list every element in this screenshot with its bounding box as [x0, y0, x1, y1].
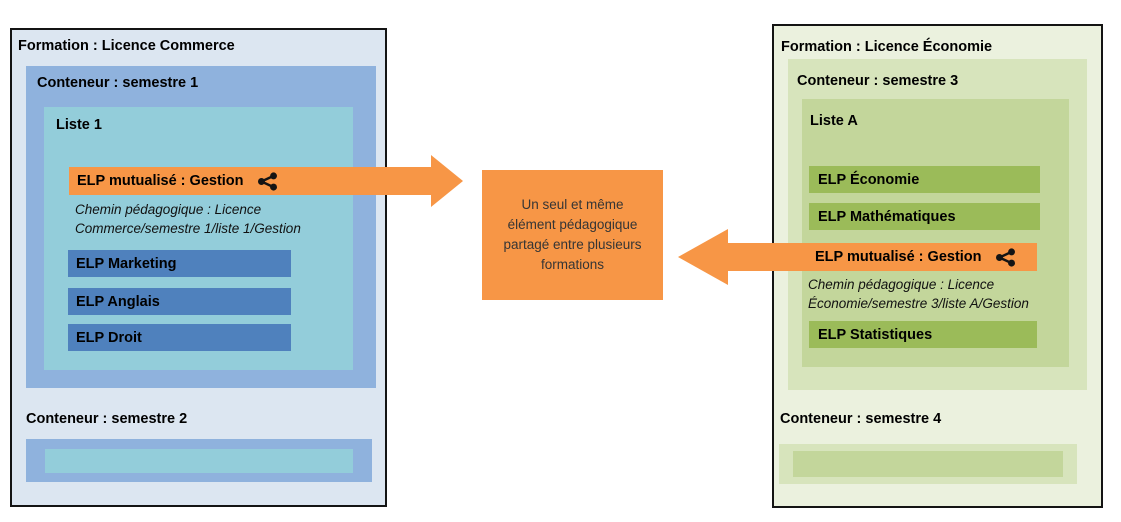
elp-mutualise-gestion-commerce-label: ELP mutualisé : Gestion	[77, 173, 244, 189]
conteneur-semestre1-box: Conteneur : semestre 1 Liste 1 Chemin pé…	[26, 66, 376, 388]
conteneur-semestre3-title: Conteneur : semestre 3	[797, 73, 959, 89]
conteneur-semestre4-title: Conteneur : semestre 4	[780, 411, 942, 427]
listeA-title: Liste A	[810, 113, 858, 129]
chemin-commerce-line2: Commerce/semestre 1/liste 1/Gestion	[75, 221, 301, 236]
elp-anglais-bar: ELP Anglais	[68, 288, 291, 315]
conteneur-semestre3-box: Conteneur : semestre 3 Liste A ELP Écono…	[788, 59, 1087, 390]
conteneur-semestre1-title: Conteneur : semestre 1	[37, 75, 199, 91]
listeA-box: Liste A ELP Économie ELP Mathématiques C…	[802, 99, 1069, 367]
formation-economie-title: Formation : Licence Économie	[781, 39, 993, 55]
chemin-economie-line2: Économie/semestre 3/liste A/Gestion	[808, 296, 1029, 311]
arrow-head-right-icon	[431, 155, 463, 207]
formation-commerce-title: Formation : Licence Commerce	[18, 38, 235, 54]
shared-elp-arrow-left: ELP mutualisé : Gestion	[69, 155, 463, 207]
liste1-title: Liste 1	[56, 117, 102, 133]
elp-mathematiques-bar: ELP Mathématiques	[809, 203, 1040, 230]
share-icon	[995, 247, 1015, 267]
formation-commerce-box: Formation : Licence Commerce Conteneur :…	[10, 28, 387, 507]
conteneur-semestre2-box	[26, 439, 372, 482]
elp-economie-bar: ELP Économie	[809, 166, 1040, 193]
elp-statistiques-bar: ELP Statistiques	[809, 321, 1037, 348]
elp-marketing-bar: ELP Marketing	[68, 250, 291, 277]
formation-economie-box: Formation : Licence Économie Conteneur :…	[772, 24, 1103, 508]
arrow-head-left-icon	[678, 229, 728, 285]
semestre2-empty-list	[45, 449, 353, 473]
conteneur-semestre4-box	[779, 444, 1077, 484]
elp-mutualise-gestion-economie-bar: ELP mutualisé : Gestion	[728, 243, 1037, 271]
elp-droit-bar: ELP Droit	[68, 324, 291, 351]
elp-mutualise-gestion-commerce-bar: ELP mutualisé : Gestion	[69, 167, 431, 195]
shared-element-note-text: Un seul et même élément pédagogique part…	[503, 197, 642, 272]
shared-elp-arrow-right: ELP mutualisé : Gestion	[678, 229, 1037, 285]
share-icon	[257, 171, 277, 191]
semestre4-empty-list	[793, 451, 1063, 477]
chemin-commerce-line1: Chemin pédagogique : Licence	[75, 202, 262, 217]
chemin-pedagogique-economie: Chemin pédagogique : Licence Économie/se…	[808, 275, 1029, 313]
elp-mutualise-gestion-economie-label: ELP mutualisé : Gestion	[815, 249, 982, 265]
chemin-pedagogique-commerce: Chemin pédagogique : Licence Commerce/se…	[75, 200, 301, 238]
chemin-economie-line1: Chemin pédagogique : Licence	[808, 277, 995, 292]
liste1-box: Liste 1 Chemin pédagogique : Licence Com…	[44, 107, 353, 370]
conteneur-semestre2-title: Conteneur : semestre 2	[26, 411, 188, 427]
shared-element-note: Un seul et même élément pédagogique part…	[482, 170, 663, 300]
